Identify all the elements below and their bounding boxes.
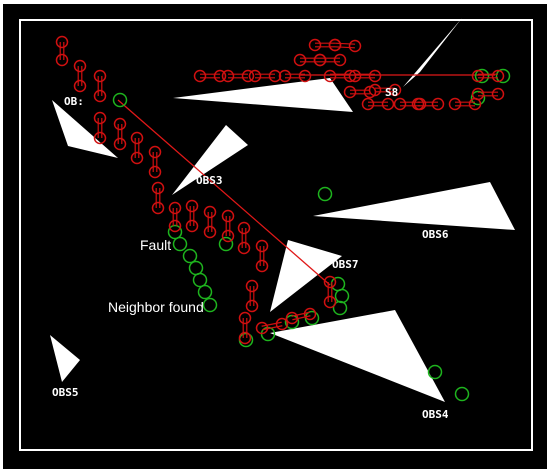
robot-pair-27	[278, 69, 312, 83]
goal-marker-21	[495, 68, 511, 84]
goal-marker-10	[218, 236, 234, 252]
robot-pair-10	[185, 199, 199, 233]
goal-marker-8	[197, 284, 213, 300]
goal-marker-5	[182, 248, 198, 264]
robot-pair-24	[193, 69, 227, 83]
obstacle-obs5	[50, 335, 80, 382]
robot-pairs	[55, 35, 505, 345]
goal-marker-9	[202, 297, 218, 313]
robot-pair-31	[368, 83, 402, 97]
robot-pair-11	[203, 205, 217, 239]
goal-marker-7	[192, 272, 208, 288]
label-obs-b: OB:	[64, 95, 84, 108]
robot-pair-34	[411, 97, 445, 111]
robot-pair-25	[221, 69, 255, 83]
label-obs7: OBS7	[332, 258, 359, 271]
robot-pair-26	[248, 69, 282, 83]
robot-pair-6	[130, 131, 144, 165]
goal-marker-20	[474, 68, 490, 84]
robot-pair-19	[285, 307, 317, 325]
robot-pair-2	[73, 59, 87, 93]
robot-pair-14	[255, 239, 269, 273]
annotation-fault: Fault	[140, 237, 171, 253]
obstacles	[50, 18, 515, 402]
robot-pair-32	[361, 97, 395, 111]
robot-pair-29	[348, 69, 382, 83]
label-obs5: OBS5	[52, 386, 79, 399]
annotation-neighbor-found: Neighbor found	[108, 299, 204, 315]
robot-pair-28	[323, 69, 357, 83]
goal-marker-1	[112, 92, 128, 108]
obstacle-obs6	[313, 182, 515, 230]
goal-marker-13	[332, 300, 348, 316]
obstacle-obs8-spike	[403, 18, 462, 87]
robot-pair-37	[471, 69, 505, 83]
goal-marker-22	[470, 90, 486, 106]
robot-pair-18	[255, 317, 289, 335]
label-obs3: OBS3	[196, 174, 223, 187]
robot-pair-7	[148, 145, 162, 179]
fault-link-line	[117, 99, 331, 286]
goal-marker-3	[167, 224, 183, 240]
robot-pair-17	[238, 311, 252, 345]
robot-pair-8	[151, 181, 165, 215]
robot-pair-36	[471, 87, 505, 101]
robot-pair-35	[448, 97, 482, 111]
goal-marker-4	[172, 236, 188, 252]
robot-pair-12	[221, 209, 235, 243]
label-obs6: OBS6	[422, 228, 449, 241]
robot-pair-23	[313, 53, 347, 67]
robot-pair-15	[245, 279, 259, 313]
obstacle-obs3	[172, 125, 248, 195]
robot-pair-9	[168, 201, 182, 233]
goal-marker-16	[284, 314, 300, 330]
robot-pair-1	[55, 35, 69, 67]
label-obs4: OBS4	[422, 408, 449, 421]
arena-boundary	[19, 19, 533, 451]
label-obs8: S8	[385, 86, 398, 99]
obstacle-obs4	[270, 310, 445, 402]
goal-marker-18	[427, 364, 443, 380]
obstacle-obs8-wedge	[173, 78, 353, 112]
goal-marker-2	[317, 186, 333, 202]
robot-pair-5	[113, 117, 127, 151]
goal-marker-19	[454, 386, 470, 402]
robot-pair-13	[237, 221, 251, 255]
obstacle-obs7	[270, 240, 342, 312]
robot-pair-4	[93, 111, 107, 145]
robot-pair-16	[323, 275, 337, 309]
robot-pair-3	[93, 69, 107, 103]
comm-links	[117, 74, 495, 286]
robot-pair-21	[328, 38, 362, 53]
